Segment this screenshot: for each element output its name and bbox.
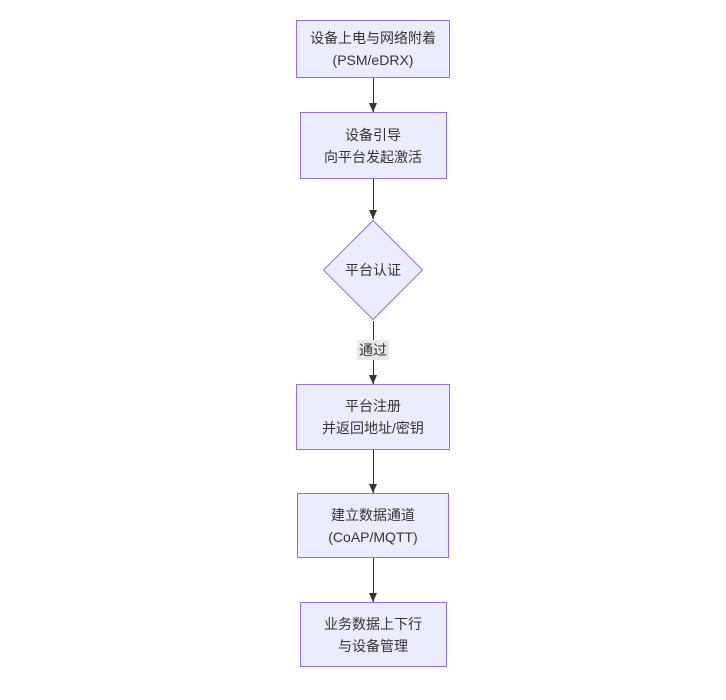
arrow-line [372, 450, 374, 493]
node-text-line: 建立数据通道 [331, 506, 415, 523]
flow-node-data-channel: 建立数据通道 (CoAP/MQTT) [297, 493, 449, 558]
flow-arrow-4 [369, 450, 378, 493]
flow-node-power-attach: 设备上电与网络附着 (PSM/eDRX) [296, 20, 450, 78]
flow-arrow-1 [369, 78, 378, 112]
arrow-head-icon [369, 593, 377, 602]
flow-arrow-5 [369, 558, 378, 602]
flow-arrow-2 [369, 179, 378, 219]
flow-node-business-data: 业务数据上下行 与设备管理 [299, 602, 447, 667]
flow-arrow-3: 通过 [357, 321, 389, 384]
flow-node-bootstrap: 设备引导 向平台发起激活 [299, 112, 447, 179]
arrow-line [372, 179, 374, 219]
node-text-line: (CoAP/MQTT) [328, 528, 418, 545]
flow-node-register: 平台注册 并返回地址/密钥 [296, 384, 450, 450]
node-text-line: 设备引导 [345, 126, 401, 143]
node-text-line: 与设备管理 [338, 637, 408, 654]
node-text-line: 业务数据上下行 [324, 615, 422, 632]
arrow-head-icon [369, 103, 377, 112]
node-text-line: 并返回地址/密钥 [322, 420, 424, 436]
node-text-line: 平台认证 [345, 262, 401, 278]
node-text-line: 向平台发起激活 [324, 148, 422, 165]
flowchart: 设备上电与网络附着 (PSM/eDRX) 设备引导 向平台发起激活 平台认证 通… [296, 20, 450, 667]
arrow-line [372, 558, 374, 602]
flow-node-auth-decision: 平台认证 [322, 219, 425, 321]
arrow-head-icon [369, 484, 377, 493]
edge-label-pass: 通过 [357, 340, 389, 360]
node-text-line: 设备上电与网络附着 [310, 30, 436, 46]
node-text-line: 平台注册 [345, 398, 401, 414]
arrow-line [372, 78, 374, 112]
arrow-head-icon [369, 210, 377, 219]
node-text-line: (PSM/eDRX) [332, 52, 414, 68]
arrow-head-icon [369, 375, 377, 384]
